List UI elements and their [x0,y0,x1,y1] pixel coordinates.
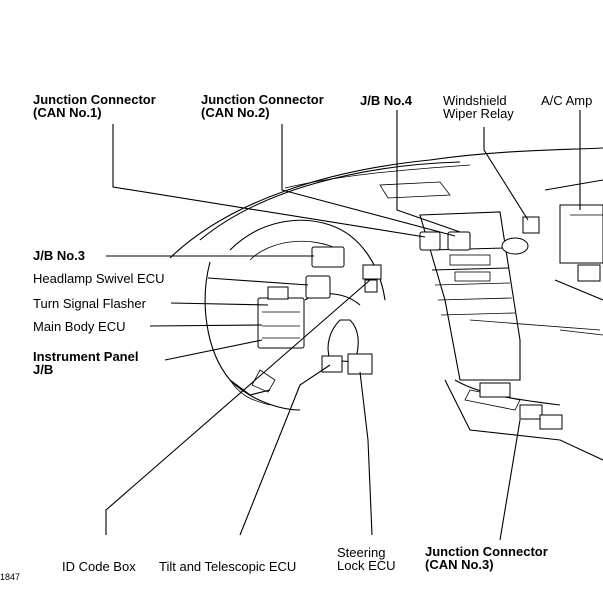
dashboard-outline [169,147,603,461]
label-junction-connector-can1: Junction Connector (CAN No.1) [33,92,156,120]
label-main-body-ecu: Main Body ECU [33,319,126,334]
label-junction-connector-can3: Junction Connector (CAN No.3) [425,544,548,572]
component-shapes [257,204,603,430]
figure-id: 1847 [0,572,21,582]
label-jb-no4: J/B No.4 [360,93,413,108]
label-jb-no3: J/B No.3 [33,248,86,263]
label-tilt-telescopic-ecu: Tilt and Telescopic ECU [159,559,297,574]
label-ac-amp: A/C Amp [541,93,593,108]
label-steering-lock-ecu: Steering Lock ECU [337,545,396,573]
label-windshield-wiper-relay: Windshield Wiper Relay [443,93,514,121]
label-id-code-box: ID Code Box [62,559,136,574]
label-headlamp-swivel-ecu: Headlamp Swivel ECU [33,271,165,286]
label-instrument-panel-jb: Instrument Panel J/B [33,349,139,377]
label-junction-connector-can2: Junction Connector (CAN No.2) [201,92,324,120]
label-turn-signal-flasher: Turn Signal Flasher [33,296,146,311]
leader-lines [105,110,581,541]
